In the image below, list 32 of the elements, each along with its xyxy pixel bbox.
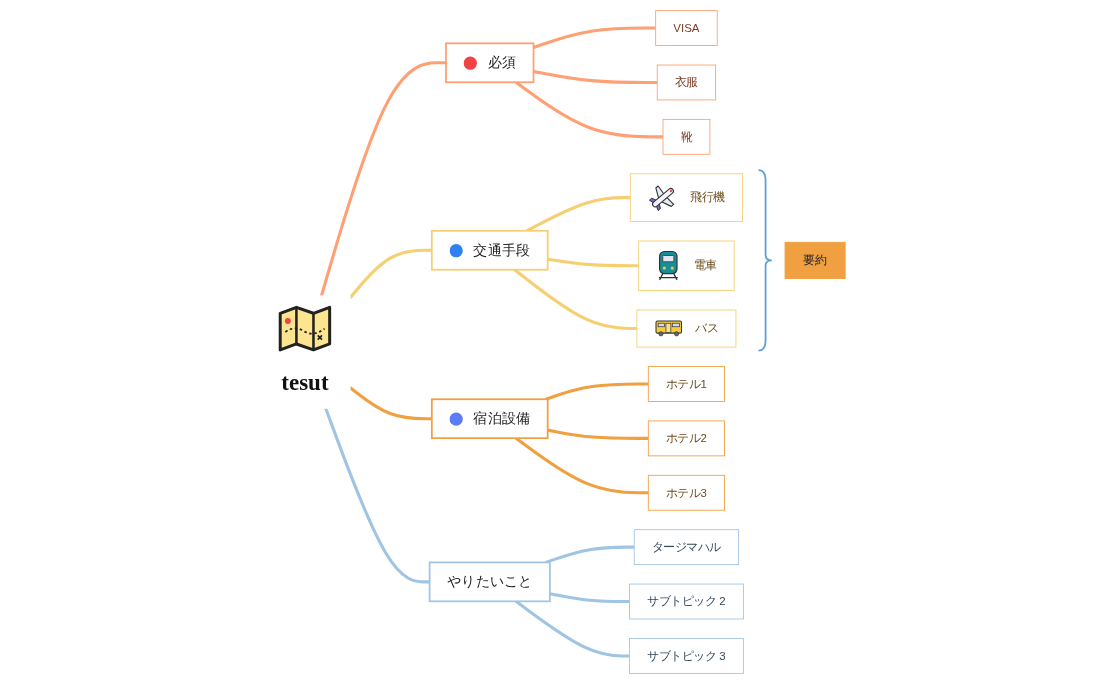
node-box: ホテル2: [647, 420, 725, 457]
node-box: 要約: [784, 241, 846, 279]
connector: [545, 545, 635, 564]
connector: [319, 61, 446, 297]
node-box: サブトピック 2: [629, 583, 744, 620]
connector: [545, 382, 649, 401]
connector: [349, 386, 432, 421]
node-box: 宿泊設備: [430, 398, 549, 440]
node-box: ホテル1: [647, 366, 725, 402]
connector: [348, 248, 432, 299]
connector: [547, 257, 639, 268]
node-box: 必須: [445, 42, 535, 84]
connector: [515, 600, 630, 658]
connector: [533, 69, 658, 84]
node-box: 電車: [638, 240, 735, 291]
node-box: VISA: [655, 10, 718, 46]
node-box: ホテル3: [647, 474, 725, 511]
connector: [515, 81, 663, 139]
connector: [513, 268, 637, 331]
connector: [324, 407, 430, 584]
node-box: バス: [636, 309, 737, 348]
node-box: 飛行機: [629, 173, 744, 222]
node-text: tesut: [281, 369, 329, 395]
connector: [533, 26, 656, 50]
node-box: 交通手段: [430, 229, 549, 271]
node-box: やりたいこと: [428, 561, 551, 603]
node-box: 衣服: [656, 64, 717, 101]
node-box: サブトピック 3: [629, 638, 744, 674]
connector: [547, 428, 649, 440]
node-box: タージマハル: [633, 529, 740, 566]
node-box: 靴: [662, 118, 711, 155]
connector: [549, 592, 630, 604]
